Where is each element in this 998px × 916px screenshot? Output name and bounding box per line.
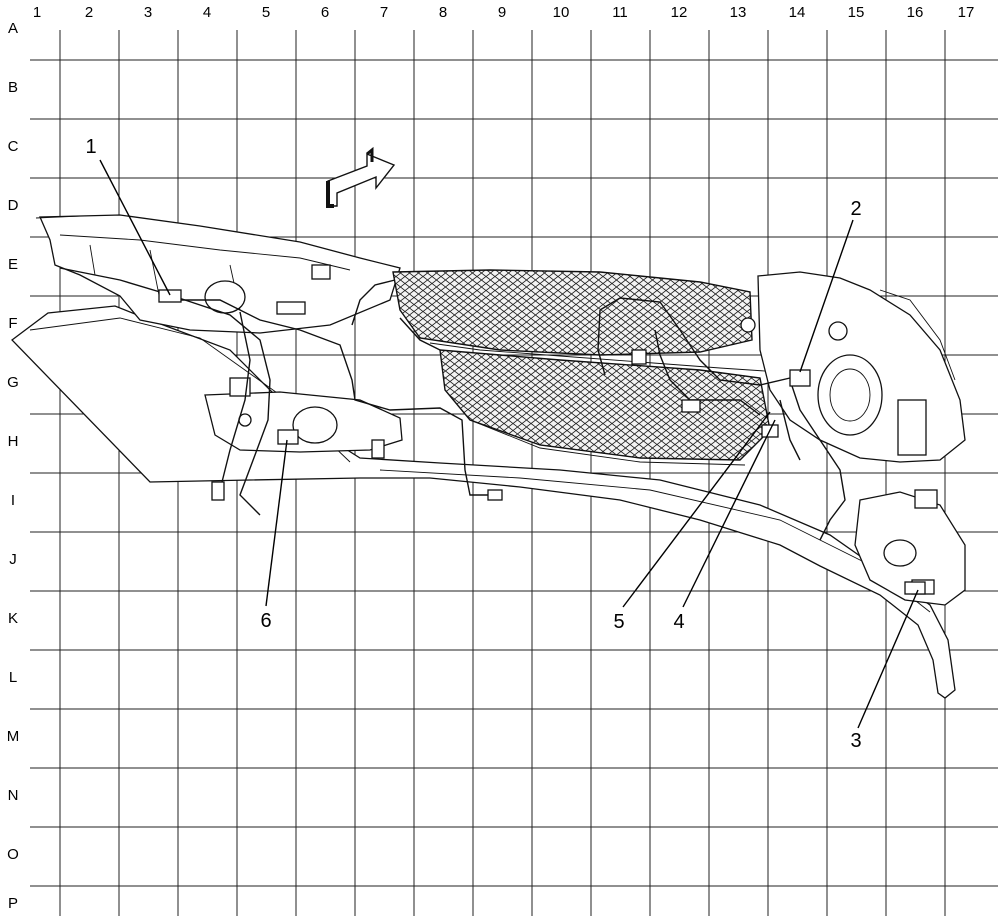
grid-col-label: 15: [848, 4, 865, 21]
grid-row-label: C: [8, 138, 19, 155]
grid-col-label: 7: [380, 4, 388, 21]
grid-col-label: 16: [907, 4, 924, 21]
grid-col-label: 13: [730, 4, 747, 21]
grid-col-label: 17: [958, 4, 975, 21]
grid-row-label: D: [8, 197, 19, 214]
grid-col-label: 11: [612, 4, 628, 21]
front-bumper-assembly: [11, 214, 966, 699]
grid-row-label: B: [8, 79, 18, 96]
grid-row-label: E: [8, 256, 18, 273]
grid-row-labels: A B C D E F G H I J K L M N O P: [7, 20, 20, 912]
callout-5: 5: [613, 611, 624, 633]
vehicle-front-arrow-icon: [326, 146, 396, 208]
grid-row-label: K: [8, 610, 18, 627]
grid-row-label: M: [7, 728, 20, 745]
callout-4: 4: [673, 611, 684, 633]
grid-row-label: J: [9, 551, 17, 568]
grid-col-label: 8: [439, 4, 447, 21]
grid-col-label: 3: [144, 4, 152, 21]
grid-row-label: O: [7, 846, 19, 863]
grid-row-label: A: [8, 20, 18, 37]
grid-col-label: 2: [85, 4, 93, 21]
callout-6: 6: [260, 610, 271, 632]
grid-row-label: L: [9, 669, 17, 686]
grid-col-label: 4: [203, 4, 211, 21]
grid-col-label: 9: [498, 4, 506, 21]
grid-row-label: I: [11, 492, 15, 509]
grid-row-label: F: [8, 315, 17, 332]
grid-column-labels: 1 2 3 4 5 6 7 8 9 10 11 12 13 14 15 16 1…: [33, 4, 975, 21]
callout-1: 1: [85, 136, 96, 158]
grid-col-label: 12: [671, 4, 688, 21]
grid-row-label: G: [7, 374, 19, 391]
grid-col-label: 6: [321, 4, 329, 21]
grid-col-label: 10: [553, 4, 570, 21]
callout-labels: 1 2 3 4 5 6: [85, 136, 861, 752]
grid-row-label: N: [8, 787, 19, 804]
callout-3: 3: [850, 730, 861, 752]
callout-2: 2: [850, 198, 861, 220]
grid-col-label: 5: [262, 4, 270, 21]
grid-row-label: H: [8, 433, 19, 450]
grid-row-label: P: [8, 895, 18, 912]
grid-col-label: 1: [33, 4, 41, 21]
grid-col-label: 14: [789, 4, 806, 21]
callout-leaders: [99, 159, 919, 729]
